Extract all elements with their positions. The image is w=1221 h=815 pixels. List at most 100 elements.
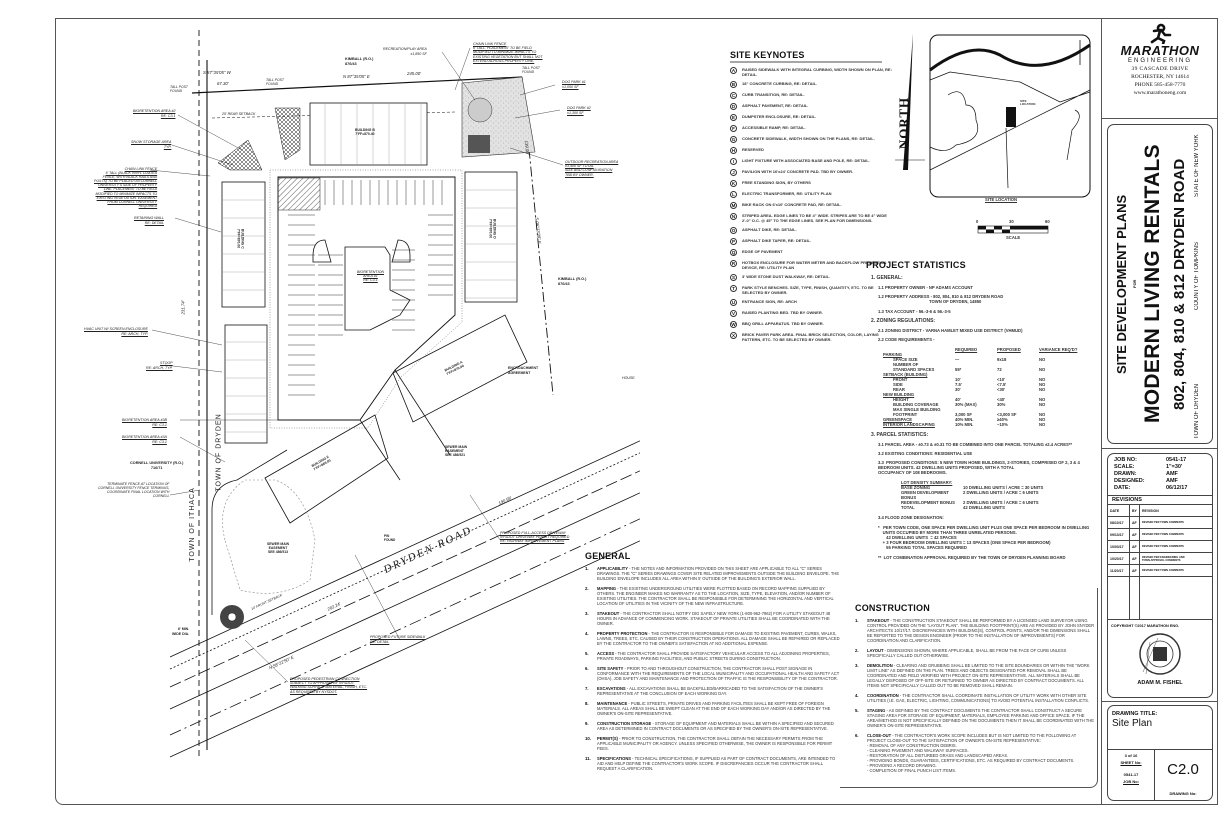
note-item: 6.CLOSE-OUT - THE CONTRACTOR'S WORK SCOP… — [855, 733, 1095, 773]
bearing-label: N 87°35'05" E — [343, 74, 370, 79]
project-title-box: SITE DEVELOPMENT PLANS FOR MODERN LIVING… — [1107, 124, 1213, 444]
zoning-cell: 40% MIN. — [955, 417, 974, 422]
note-item: 8.MAINTENANCE - PUBLIC STREETS, PRIVATE … — [585, 701, 840, 716]
scale-bar — [977, 225, 1049, 234]
note-number: 7. — [585, 686, 589, 691]
zoning-cell: REAR — [893, 387, 905, 392]
keynote-letter-icon: G — [730, 136, 737, 143]
keynote-letter-icon: J — [730, 169, 737, 176]
zoning-row: NUMBER OF — [883, 362, 1083, 367]
note-heading: ACCESS — [597, 651, 615, 656]
keynote-text: ACCESSIBLE RAMP, RE: DETAIL. — [742, 125, 806, 130]
drawing-title-label: DRAWING TITLE: — [1112, 711, 1158, 717]
zoning-cell: FOOTPRINT — [893, 412, 918, 417]
dryden-road-line — [169, 518, 641, 736]
zoning-cell: 10' — [955, 377, 961, 382]
job-info-value: AMF — [1166, 471, 1178, 477]
callout-tall-post: TALL POST FOUND — [266, 78, 284, 86]
note-item: 10.PERMIT(S) - PRIOR TO CONSTRUCTION, TH… — [585, 736, 840, 751]
play-area — [467, 97, 493, 123]
keynote-text: EDGE OF PAVEMENT — [742, 249, 783, 254]
job-info-row: JOB NO:0541-17 — [1108, 457, 1212, 464]
property-line-north — [191, 76, 523, 94]
revision-text: REVISED PER TOWN COMMENTS — [1142, 533, 1184, 536]
job-info-row: DATE:06/12/17 — [1108, 485, 1212, 492]
distance-label: 231.74' — [180, 300, 186, 315]
note-text: - DIMENSIONS SHOWN, WHERE APPLICABLE, SH… — [867, 648, 1067, 658]
callout-stoop: STOOP RE: ARCH, TYP. — [146, 361, 173, 370]
keynote-text: ELECTRIC TRANSFORMER, RE: UTILITY PLAN — [742, 191, 832, 196]
job-info-label: SCALE: — [1114, 464, 1135, 470]
snow-storage-area-2 — [274, 107, 301, 161]
callout-cornell-fence: CHAIN LINK FENCE 6' TALL (BLACK VINYL CO… — [94, 167, 158, 208]
zoning-cell: ≥40% — [997, 417, 1008, 422]
stats-parcel-heading: 3. PARCEL STATISTICS: — [871, 432, 929, 438]
zoning-row: SETBACK (BUILDING) — [883, 372, 1083, 377]
project-statistics: PROJECT STATISTICS 1. GENERAL: 1.1 PROPE… — [866, 260, 1098, 560]
keynote-text: ASPHALT PAVEMENT, RE: DETAIL. — [742, 103, 809, 108]
keynote-letter-icon: E — [730, 114, 737, 121]
note-number: 4. — [585, 631, 589, 636]
keynote-text: LIGHT FIXTURE WITH ASSOCIATED BASE AND P… — [742, 158, 870, 163]
density-value: 2 DWELLING UNITS / ACRE = 6 UNITS — [963, 500, 1039, 505]
keynote-letter-icon: V — [730, 310, 737, 317]
company-name: MARATHON — [1120, 43, 1200, 58]
rev-header-revision: REVISION — [1142, 508, 1159, 513]
notes-border — [840, 588, 1098, 788]
note-item: 6.SITE SAFETY - PRIOR TO AND THROUGHOUT … — [585, 666, 840, 681]
job-info-row: DRAWN:AMF — [1108, 471, 1212, 478]
keynote-letter-icon: F — [730, 125, 737, 132]
zoning-cell: 30% — [997, 402, 1006, 407]
rear-setback-label: 25' REAR SETBACK — [222, 112, 256, 116]
callout-dog-park-1: DOG PARK #1 ±1,050 SF — [562, 80, 586, 89]
drawing-sheet-border — [55, 18, 1218, 805]
revision-by: AF — [1130, 565, 1140, 576]
keynote-letter-icon: S — [730, 274, 737, 281]
distance-label: 67.30' — [217, 81, 229, 86]
keynote-letter-icon: N — [730, 213, 737, 220]
building-c — [221, 181, 266, 308]
stats-zoning-heading: 2. ZONING REGULATIONS: — [871, 318, 936, 324]
keynote-letter-icon: C — [730, 92, 737, 99]
note-heading: DEMOLITION — [867, 663, 893, 668]
town-of-dryden-label: TOWN OF DRYDEN — [215, 413, 223, 492]
copyright: COPYRIGHT ©2017 MARATHON ENG. — [1111, 624, 1180, 628]
keynote-letter-icon: U — [730, 299, 737, 306]
dryden-road-line — [169, 540, 641, 758]
note-number: 6. — [855, 733, 859, 738]
site-location-title: SITE LOCATION — [985, 197, 1018, 202]
building-f — [224, 324, 268, 444]
job-info-value: AMF — [1166, 478, 1178, 484]
note-text: - CLEARING AND GRUBBING SHALL BE LIMITED… — [867, 663, 1090, 688]
zoning-cell: <10' — [997, 377, 1006, 382]
stats-footnote-parking: * PER TOWN CODE, ONE SPACE PER DWELLING … — [878, 525, 1090, 550]
keynote-letter-icon: W — [730, 321, 737, 328]
callout-bioretention-2: BIORETENTION AREA #2 RE: C3.1 — [133, 109, 176, 118]
note-heading: CONSTRUCTION STORAGE — [597, 721, 652, 726]
keynote-text: ASPHALT DIKE, RE: DETAIL. — [742, 227, 797, 232]
note-number: 2. — [855, 648, 859, 653]
driveway — [359, 369, 451, 481]
building-d-label: BUILDING D 7'FF=870.00 — [488, 218, 497, 239]
zoning-cell: NO — [1039, 422, 1046, 427]
revision-text: REVISED PER TOWN COMMENTS — [1142, 569, 1184, 572]
building-d — [464, 171, 518, 303]
island-1 — [312, 239, 332, 263]
callout-recreation-area: RECREATION/PLAY AREA ±1,850 SF — [383, 47, 427, 56]
company-website: www.marathoneng.com — [1133, 90, 1187, 96]
zoning-cell: NO — [1039, 357, 1046, 362]
callout-hvac-unit: HVAC UNIT W/ SCREEN ENCLOSURE RE: ARCH, … — [84, 327, 148, 336]
note-text: - STORAGE OF EQUIPMENT AND MATERIALS SHA… — [597, 721, 834, 731]
keynote-letter-icon: R — [730, 260, 737, 267]
